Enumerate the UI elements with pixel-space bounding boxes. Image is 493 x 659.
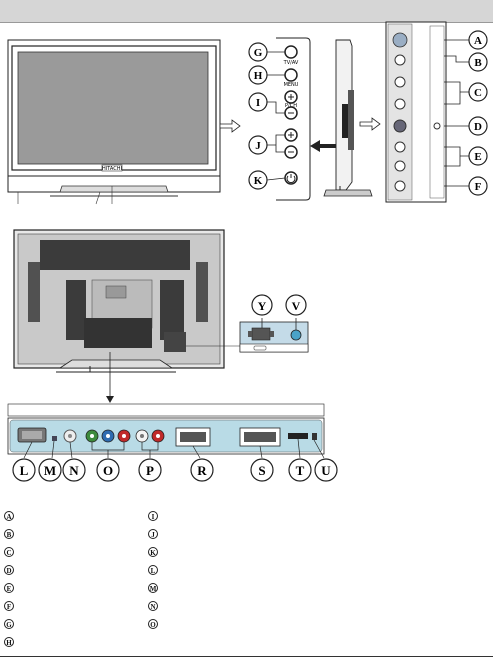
menu-label: MENU <box>284 82 299 88</box>
callout-n: N <box>69 463 79 478</box>
port-u <box>312 433 317 440</box>
jack-c1 <box>394 76 406 88</box>
callout-e: E <box>474 151 481 163</box>
jack-b <box>394 54 406 66</box>
side-button-panel <box>276 37 311 201</box>
rear-connector-panel <box>7 403 325 455</box>
connector-callouts <box>444 30 488 196</box>
jack-c2 <box>394 98 406 110</box>
legend-right-item: N <box>148 601 158 611</box>
header-bar <box>0 0 493 23</box>
callout-l: L <box>20 463 29 478</box>
tv-side-profile <box>323 39 373 197</box>
menu-button[interactable] <box>284 68 298 82</box>
tv-front-view: HITACHI <box>7 39 221 205</box>
legend-left-item: H <box>4 637 14 647</box>
callout-u: U <box>321 463 331 478</box>
callout-s: S <box>258 463 265 478</box>
legend-left-item: D <box>4 565 14 575</box>
legend-left-item: C <box>4 547 14 557</box>
legend-right-item: K <box>148 547 158 557</box>
side-callouts <box>248 42 286 190</box>
callout-a: A <box>474 35 482 47</box>
callout-o: O <box>103 463 113 478</box>
jack-e1 <box>394 141 406 153</box>
ci-slot <box>392 32 408 48</box>
legend-right-item: O <box>148 619 158 629</box>
power-icon <box>286 174 296 184</box>
legend-right-item: L <box>148 565 158 575</box>
callout-k: K <box>254 175 263 187</box>
legend-right-item: I <box>148 511 158 521</box>
callout-m: M <box>44 463 56 478</box>
callout-h: H <box>254 70 263 82</box>
legend-left-item: B <box>4 529 14 539</box>
brand-text: HITACHI <box>102 166 122 172</box>
callout-c: C <box>474 87 482 99</box>
mains-socket <box>251 327 271 341</box>
legend-left-item: G <box>4 619 14 629</box>
callout-t: T <box>296 463 305 478</box>
jack-d <box>393 119 407 133</box>
callout-v: V <box>292 299 301 313</box>
tv-av-label: TV/AV <box>283 60 299 66</box>
usb-hdmi-port <box>288 433 308 439</box>
legend-left-item: A <box>4 511 14 521</box>
arrow-to-side-panel <box>219 119 241 133</box>
callout-j: J <box>255 140 261 152</box>
tv-av-button[interactable] <box>284 45 298 59</box>
side-connector-panel <box>385 21 447 203</box>
legend-left-item: E <box>4 583 14 593</box>
jack-f <box>394 180 406 192</box>
arrow-to-buttons <box>310 140 336 152</box>
power-detail <box>239 294 309 353</box>
callout-y: Y <box>258 299 267 313</box>
callout-d: D <box>474 121 482 133</box>
pch-label: P/CH <box>285 103 297 109</box>
callout-r: R <box>197 463 207 478</box>
legend-right-item: J <box>148 529 158 539</box>
callout-b: B <box>474 57 482 69</box>
tv-back-view <box>13 229 225 373</box>
footer-rule <box>0 656 493 657</box>
tv-stand <box>59 185 169 193</box>
rear-callouts <box>12 438 338 482</box>
brand-logo <box>101 164 123 172</box>
callout-g: G <box>254 47 263 59</box>
power-switch <box>290 329 302 341</box>
callout-f: F <box>475 181 482 193</box>
callout-i: I <box>256 97 260 109</box>
arrow-to-connectors <box>359 117 381 131</box>
legend-left-item: F <box>4 601 14 611</box>
audio-in-jack <box>52 436 57 441</box>
jack-e2 <box>394 160 406 172</box>
legend-right-item: M <box>148 583 158 593</box>
callout-p: P <box>146 463 154 478</box>
